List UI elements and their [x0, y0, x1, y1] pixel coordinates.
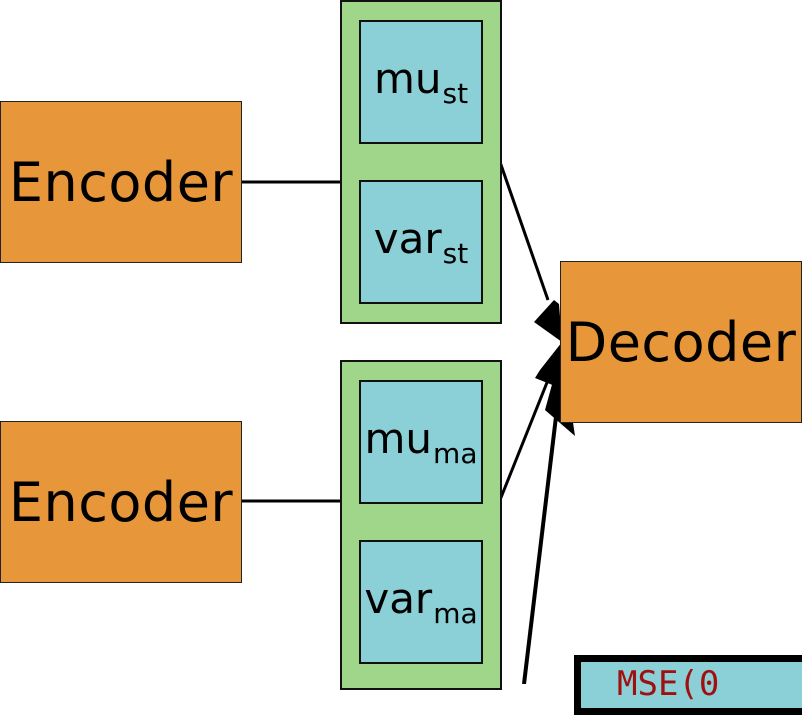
arrow-bottom-latent-to-decoder	[498, 379, 550, 501]
mu-ma-label: muma	[364, 414, 478, 470]
decoder: Decoder	[560, 261, 802, 423]
encoder-top: Encoder	[0, 101, 242, 263]
var-st-label: varst	[373, 214, 469, 270]
encoder-bottom-label: Encoder	[8, 470, 234, 534]
connectors	[242, 161, 575, 684]
mu-st-box: must	[359, 20, 483, 144]
loss-label: MSE(0	[617, 664, 720, 704]
var-ma-box: varma	[359, 540, 483, 664]
arrow-top-latent-to-decoder	[498, 161, 550, 301]
encoder-bottom: Encoder	[0, 421, 242, 583]
arrowhead-top	[534, 300, 562, 342]
mu-st-label: must	[373, 54, 469, 110]
encoder-top-label: Encoder	[8, 150, 234, 214]
loss-box: MSE(0	[574, 655, 802, 715]
decoder-label: Decoder	[565, 310, 797, 374]
mu-ma-box: muma	[359, 380, 483, 504]
arrow-loss-to-decoder	[522, 399, 560, 684]
var-ma-label: varma	[364, 574, 478, 630]
var-st-box: varst	[359, 180, 483, 304]
